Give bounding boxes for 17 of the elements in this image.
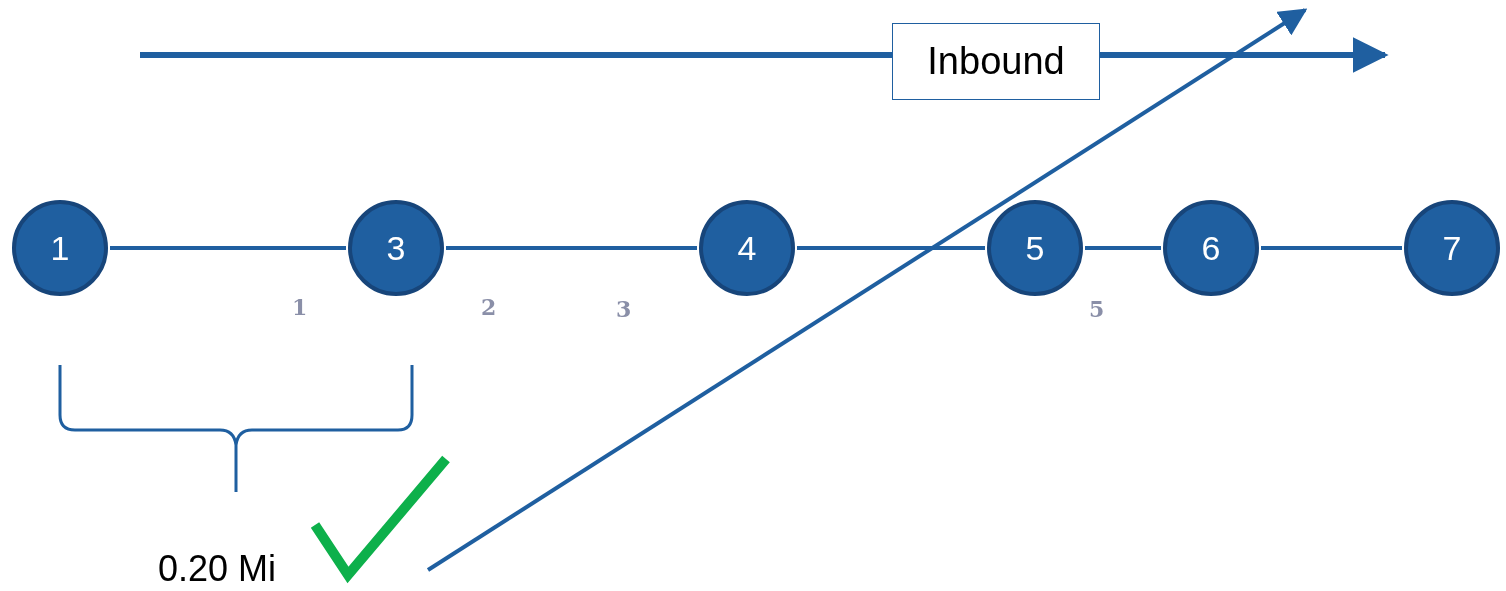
stop-circle: 3: [348, 200, 444, 296]
label-box: Inbound: [892, 23, 1100, 100]
faint-number: 1: [292, 294, 308, 320]
stop-circle: 6: [1163, 200, 1259, 296]
faint-number: 3: [616, 296, 632, 322]
distance-label: 0.20 Mi: [158, 548, 277, 590]
connector-line: [1085, 246, 1161, 250]
faint-number: 2: [481, 294, 497, 320]
stop-circle: 1: [12, 200, 108, 296]
stop-circle: 4: [699, 200, 795, 296]
connector-line: [110, 246, 346, 250]
connector-line: [446, 246, 697, 250]
connector-line: [1261, 246, 1402, 250]
stop-circle: 5: [987, 200, 1083, 296]
stop-circle: 7: [1404, 200, 1500, 296]
faint-number: 5: [1089, 296, 1105, 322]
connector-line: [797, 246, 985, 250]
